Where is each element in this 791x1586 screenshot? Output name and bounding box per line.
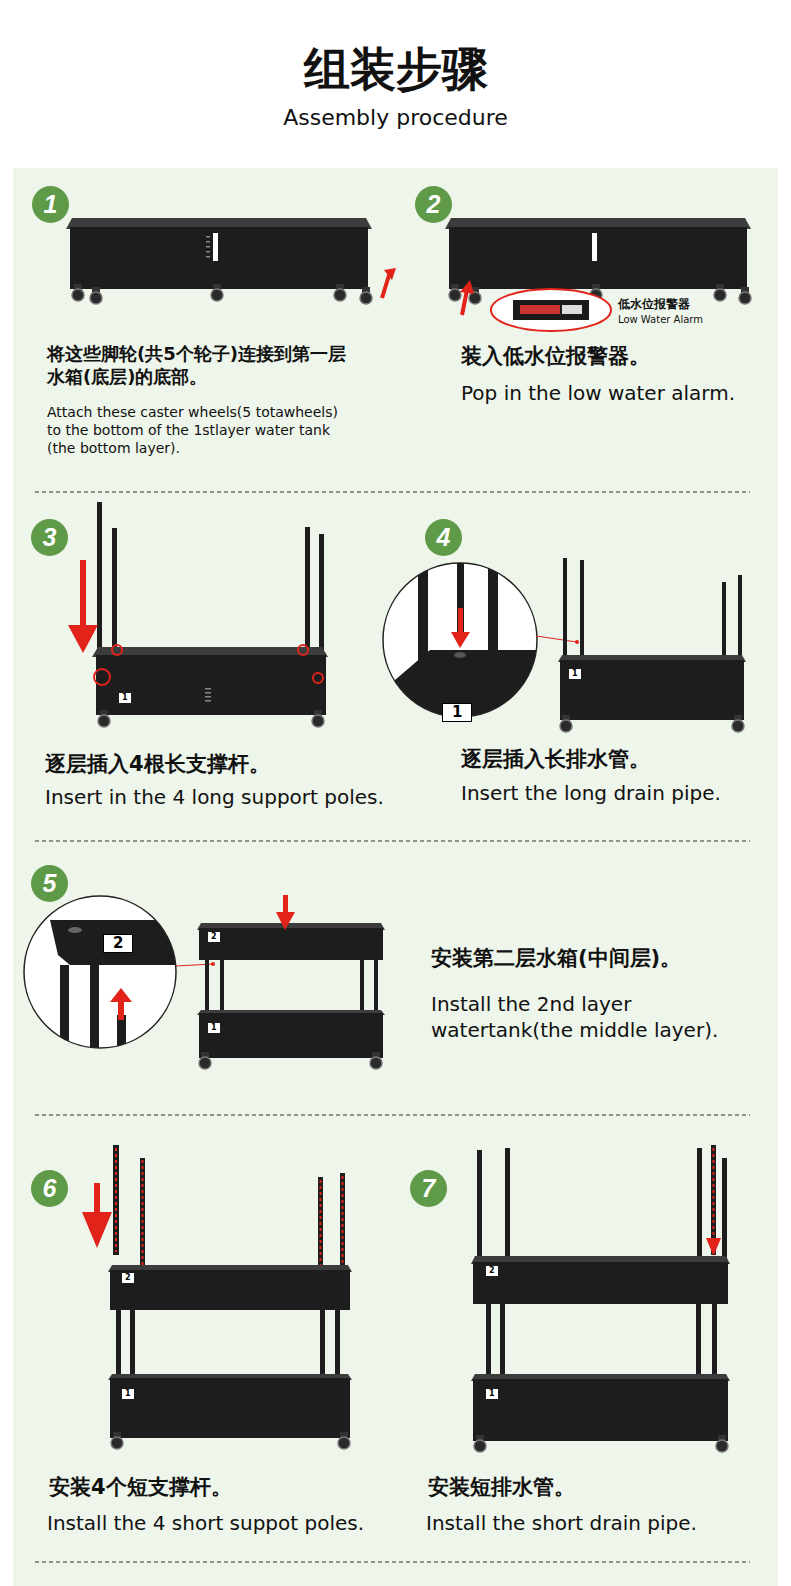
- instruction-text: Low Water Alarm: [618, 313, 738, 326]
- instruction-text: 安装4个短支撑杆。: [49, 1474, 389, 1501]
- tank-number: 1: [122, 1389, 134, 1399]
- instruction-text: Insert in the 4 long support poles.: [45, 784, 405, 810]
- instruction-text: Install the 4 short suppot poles.: [47, 1510, 387, 1536]
- instruction-text: Attach these caster wheels(5 totawheels)…: [47, 403, 347, 458]
- instruction-text: 安装第二层水箱(中间层)。: [431, 945, 771, 972]
- step-number: 4: [425, 519, 462, 556]
- step-number: 6: [31, 1170, 68, 1207]
- subtitle: Assembly procedure: [0, 104, 791, 133]
- step-number-text: 2: [427, 190, 441, 219]
- step-number-text: 5: [43, 869, 57, 898]
- instruction-text: Install the 2nd layer watertank(the midd…: [431, 991, 751, 1043]
- panel: [13, 168, 778, 1586]
- tank-number: 2: [122, 1273, 134, 1283]
- step-number: 5: [31, 865, 68, 902]
- step-number-text: 3: [43, 523, 57, 552]
- instruction-text: 安装短排水管。: [428, 1474, 768, 1501]
- tank-number: 1: [119, 693, 131, 703]
- instruction-text: 逐层插入4根长支撑杆。: [45, 751, 385, 778]
- step-number: 1: [32, 186, 69, 223]
- instruction-text: 装入低水位报警器。: [461, 343, 781, 370]
- tank-number: 2: [208, 932, 220, 942]
- instruction-text: Pop in the low water alarm.: [461, 380, 781, 406]
- step-number-text: 4: [437, 523, 451, 552]
- tank-long-poles: [68, 502, 328, 727]
- instruction-text: 将这些脚轮(共5个轮子)连接到第一层水箱(底层)的底部。: [47, 342, 347, 389]
- title: 组装步骤: [0, 42, 791, 97]
- instruction-text: Insert the long drain pipe.: [461, 780, 781, 806]
- step-number: 7: [410, 1170, 447, 1207]
- step-number: 3: [31, 519, 68, 556]
- tank-number: 1: [486, 1389, 498, 1399]
- second-tank-zoom: [24, 895, 385, 1069]
- drain-pipe-zoom: [383, 558, 746, 732]
- instruction-text: 低水位报警器: [618, 297, 738, 313]
- step-number-text: 7: [422, 1174, 436, 1203]
- step-number-text: 1: [44, 190, 58, 219]
- step-number-text: 6: [43, 1174, 57, 1203]
- short-drain-pipe: [471, 1145, 730, 1452]
- tank-number: 1: [208, 1023, 220, 1033]
- tank-number: 2: [486, 1266, 498, 1276]
- instruction-text: Install the short drain pipe.: [426, 1510, 766, 1536]
- tank-with-alarm: [445, 218, 751, 331]
- tank-number: 1: [569, 669, 581, 679]
- zoom-tank-number: 1: [442, 703, 472, 722]
- short-poles: [82, 1145, 352, 1449]
- step-number: 2: [415, 186, 452, 223]
- instruction-text: 逐层插入长排水管。: [461, 746, 781, 773]
- tank-with-wheels: [66, 218, 396, 304]
- zoom-tank-number: 2: [103, 934, 133, 953]
